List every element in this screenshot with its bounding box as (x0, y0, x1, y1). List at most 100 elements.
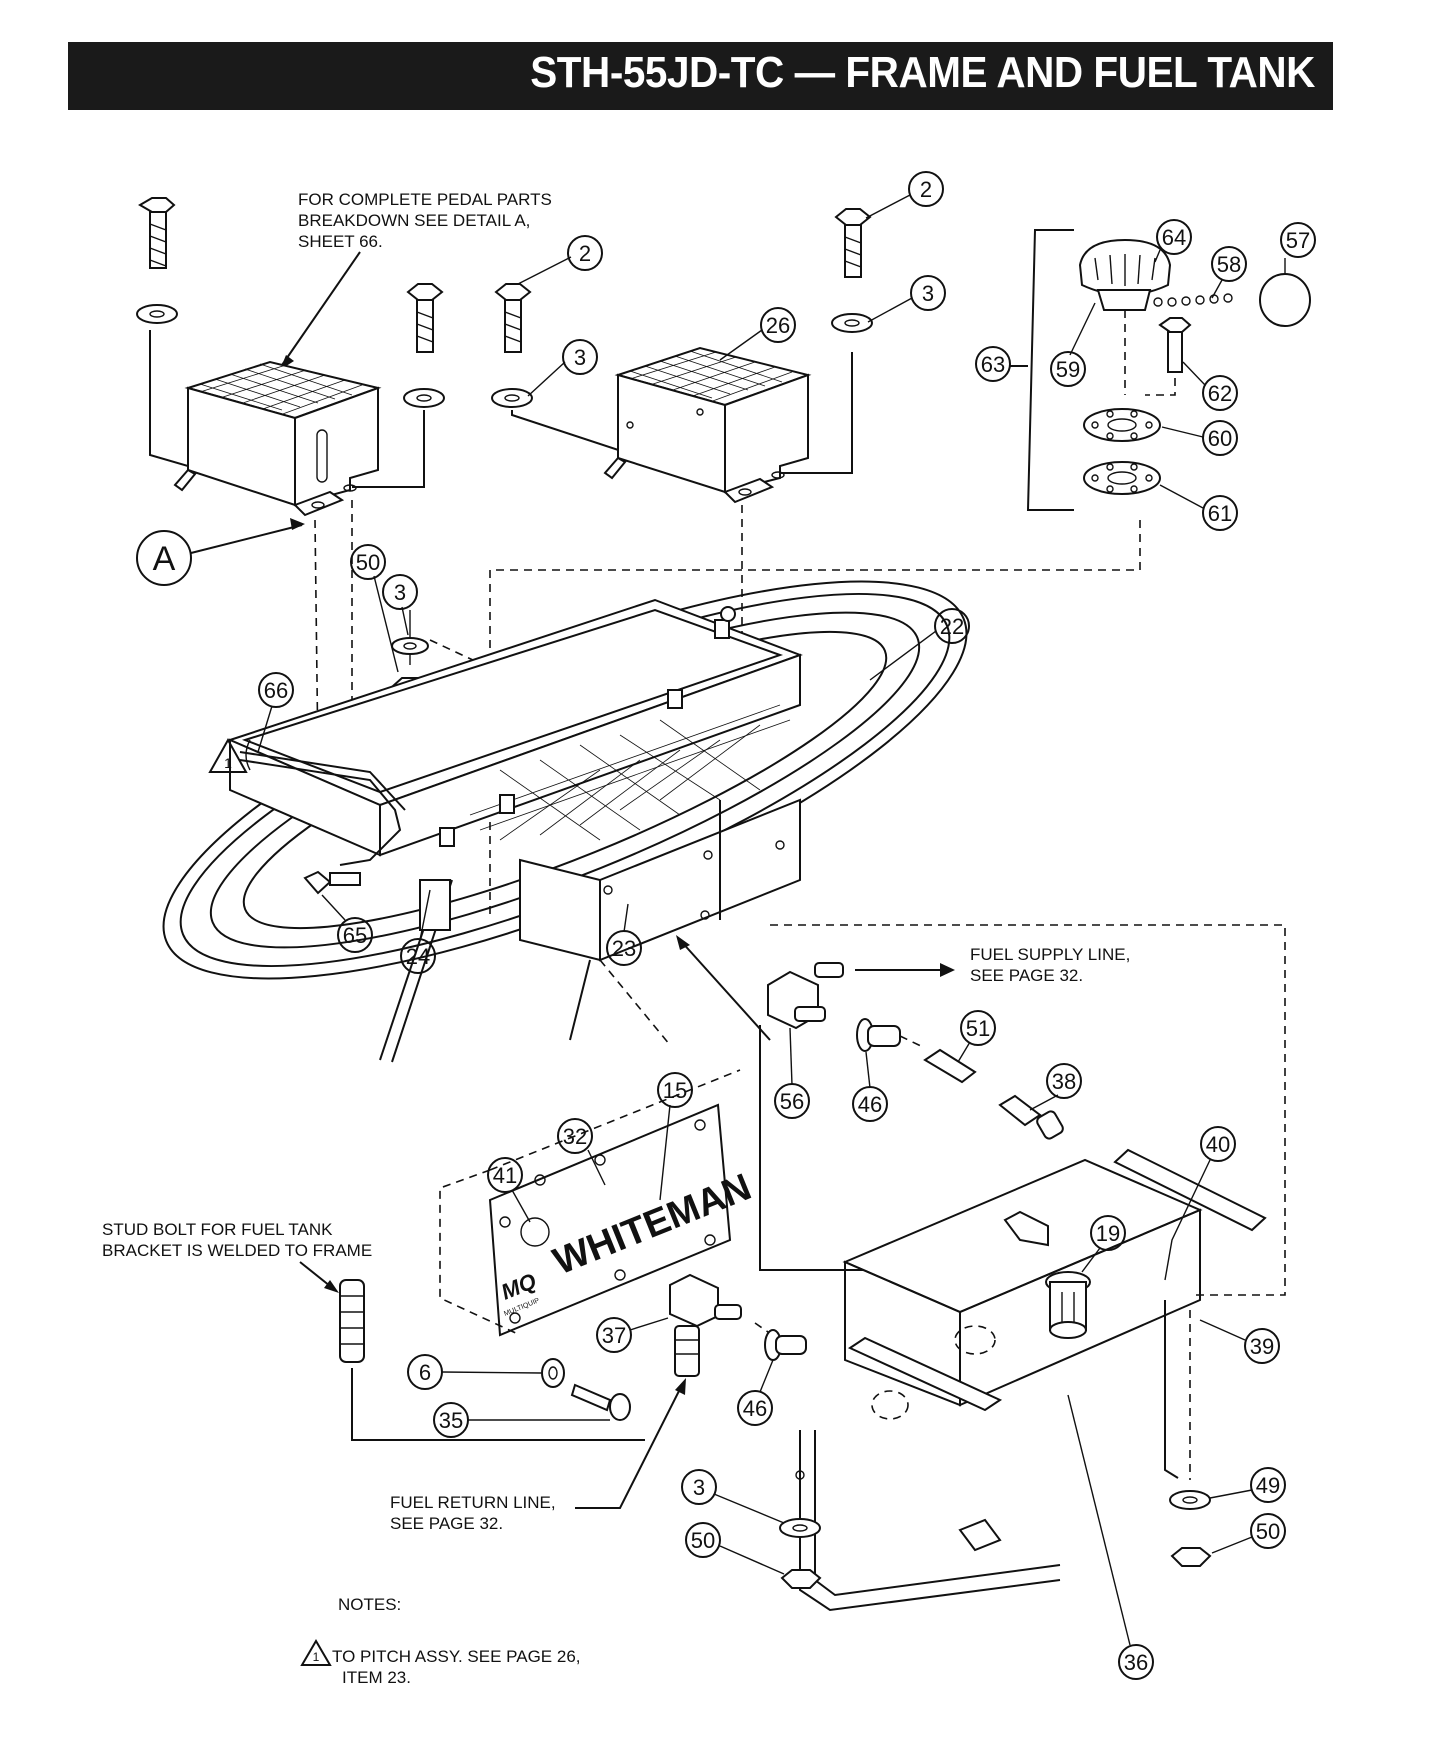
pedal-note-line-1: FOR COMPLETE PEDAL PARTS (298, 190, 552, 209)
callout-number: 3 (394, 580, 406, 605)
callout-number: 3 (922, 281, 934, 306)
callout-46-a: 46 (852, 1051, 888, 1122)
callout-46-b: 46 (737, 1359, 774, 1426)
fuel-return-note-line-1: FUEL RETURN LINE, (390, 1493, 556, 1512)
callouts: 2 2 3 3 26 64 57 58 63 59 62 60 61 50 3 … (257, 171, 1316, 1680)
callout-number: 61 (1208, 501, 1232, 526)
callout-50-right: 50 (1211, 1513, 1286, 1554)
callout-number: 50 (356, 550, 380, 575)
pedal-right (603, 346, 812, 504)
callout-57: 57 (1280, 222, 1316, 275)
title-bar: STH-55JD-TC — FRAME AND FUEL TANK (68, 42, 1333, 110)
callout-number: 23 (612, 936, 636, 961)
pedal-left (173, 360, 382, 517)
detail-a-callout: A (136, 518, 305, 586)
callout-2-b: 2 (865, 171, 944, 219)
callout-number: 64 (1162, 225, 1186, 250)
callout-32: 32 (557, 1118, 606, 1186)
callout-35: 35 (433, 1402, 610, 1438)
fuel-supply-note-line-2: SEE PAGE 32. (970, 966, 1083, 985)
callout-2-a: 2 (517, 235, 603, 285)
callout-23: 23 (606, 903, 642, 966)
bolt-left (136, 197, 306, 501)
callout-6: 6 (407, 1354, 542, 1390)
callout-39: 39 (1199, 1319, 1280, 1364)
callout-number: 46 (743, 1396, 767, 1421)
pedal-note-line-3: SHEET 66. (298, 232, 383, 251)
callout-number: 37 (602, 1323, 626, 1348)
callout-26: 26 (719, 307, 796, 361)
callout-number: 59 (1056, 357, 1080, 382)
callout-38: 38 (1029, 1063, 1082, 1111)
callout-number: 35 (439, 1408, 463, 1433)
callout-61: 61 (1159, 484, 1238, 531)
callout-64: 64 (1154, 219, 1192, 263)
callout-15: 15 (657, 1072, 693, 1201)
callout-3-lower: 3 (681, 1469, 785, 1524)
callout-number: 32 (563, 1124, 587, 1149)
callout-number: 26 (766, 313, 790, 338)
fuel-supply-note-line-1: FUEL SUPPLY LINE, (970, 945, 1130, 964)
callout-66: 66 (257, 672, 294, 753)
callout-number: 62 (1208, 381, 1232, 406)
callout-3-upper: 3 (382, 574, 418, 636)
callout-56: 56 (774, 1027, 810, 1119)
callout-63: 63 (975, 346, 1011, 382)
callout-number: 39 (1250, 1334, 1274, 1359)
notes-heading: NOTES: (338, 1595, 401, 1614)
stud-bolt-note-line-1: STUD BOLT FOR FUEL TANK (102, 1220, 333, 1239)
callout-number: 50 (691, 1528, 715, 1553)
callout-number: 56 (780, 1089, 804, 1114)
callout-50-lower: 50 (685, 1522, 785, 1575)
callout-41: 41 (487, 1157, 531, 1223)
decal-screw (541, 1358, 631, 1421)
fuel-cap-assembly (489, 229, 1311, 920)
callout-number: 50 (1256, 1519, 1280, 1544)
callout-number: 38 (1052, 1069, 1076, 1094)
callout-49: 49 (1209, 1467, 1286, 1503)
pedal-note: FOR COMPLETE PEDAL PARTS BREAKDOWN SEE D… (279, 190, 552, 370)
note-1-line-1: TO PITCH ASSY. SEE PAGE 26, (332, 1647, 581, 1666)
callout-number: 22 (940, 614, 964, 639)
stud-bolt-note-line-2: BRACKET IS WELDED TO FRAME (102, 1241, 372, 1260)
callout-number: 66 (264, 678, 288, 703)
callout-51: 51 (957, 1010, 996, 1063)
callout-36: 36 (1067, 1394, 1154, 1680)
callout-number: 60 (1208, 426, 1232, 451)
page-title: STH-55JD-TC — FRAME AND FUEL TANK (530, 48, 1315, 97)
stud-bolt: STUD BOLT FOR FUEL TANK BRACKET IS WELDE… (102, 1220, 645, 1441)
washer-nut-lower (779, 1460, 822, 1589)
callout-number: 2 (920, 177, 932, 202)
callout-number: 24 (406, 944, 430, 969)
callout-58: 58 (1211, 246, 1247, 299)
note-marker-1: 1 (208, 737, 251, 773)
detail-a-label: A (153, 540, 176, 578)
callout-number: 65 (343, 923, 367, 948)
callout-19: 19 (1081, 1215, 1126, 1273)
note-marker-1-label: 1 (224, 755, 232, 771)
callout-number: 2 (579, 241, 591, 266)
callout-number: 19 (1096, 1221, 1120, 1246)
callout-number: 6 (419, 1360, 431, 1385)
notes-marker-label: 1 (313, 1650, 320, 1664)
note-1-line-2: ITEM 23. (342, 1668, 411, 1687)
callout-number: 63 (981, 352, 1005, 377)
whiteman-decal: WHITEMAN MQ MULTIQUIP (439, 1069, 757, 1337)
callout-24: 24 (400, 889, 436, 974)
callout-number: 40 (1206, 1132, 1230, 1157)
callout-number: 58 (1217, 252, 1241, 277)
callout-3-b: 3 (867, 275, 946, 323)
callout-number: 3 (693, 1475, 705, 1500)
callout-37: 37 (596, 1317, 669, 1353)
callout-number: 41 (493, 1163, 517, 1188)
callout-60: 60 (1161, 420, 1238, 456)
callout-number: 49 (1256, 1473, 1280, 1498)
callout-59: 59 (1050, 302, 1096, 387)
callout-number: 51 (966, 1016, 990, 1041)
callout-number: 15 (663, 1078, 687, 1103)
notes-block: NOTES: 1 TO PITCH ASSY. SEE PAGE 26, ITE… (300, 1595, 581, 1687)
callout-50-upper: 50 (350, 544, 399, 673)
callout-65: 65 (321, 894, 373, 953)
callout-number: 3 (574, 345, 586, 370)
